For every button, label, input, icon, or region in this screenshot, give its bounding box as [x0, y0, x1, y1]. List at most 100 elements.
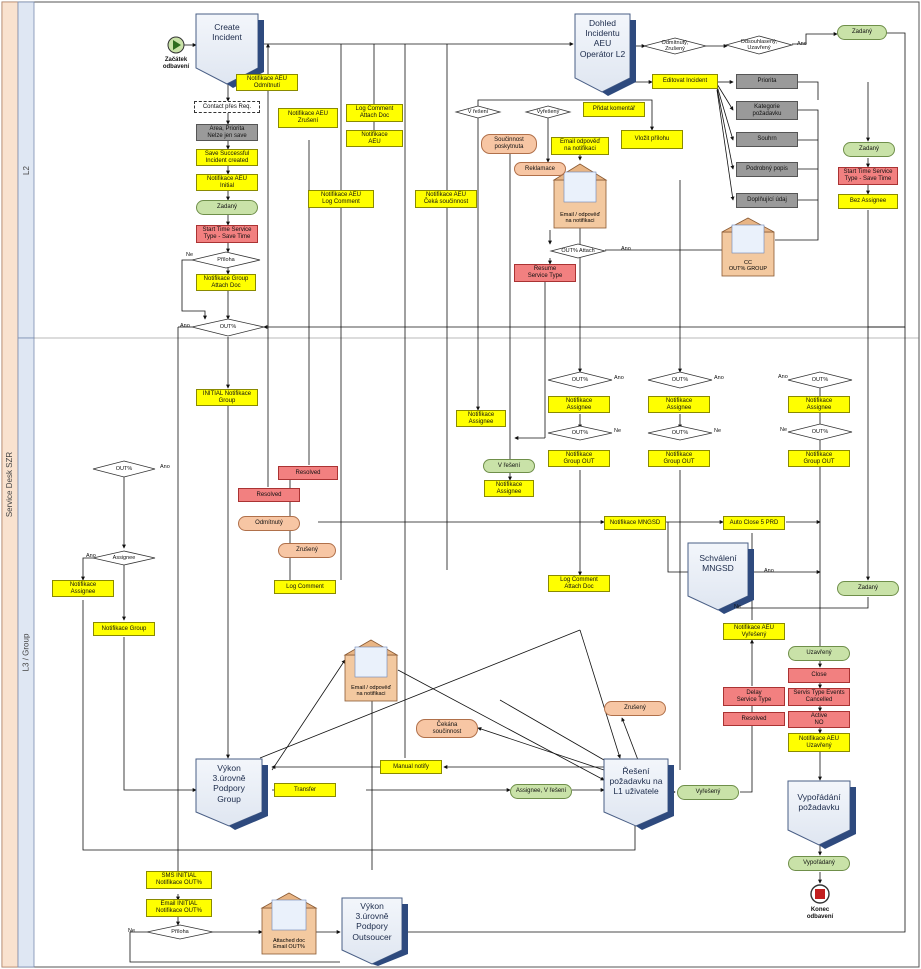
notif-assignee-mid-box[interactable]: Notifikace Assignee — [456, 410, 506, 427]
edge-label-ne-bottom: Ne — [128, 928, 136, 934]
notif-assignee-left-box[interactable]: Notifikace Assignee — [52, 580, 114, 597]
edge-label-ne-mngsd: Ne — [734, 604, 742, 610]
envelope-email-odpoved-2: Email / odpověď na notifikaci — [351, 684, 391, 697]
delay-box[interactable]: Delay Service Type — [723, 687, 785, 706]
email-initial-box[interactable]: Email INITIAL Notifikace OUT% — [146, 899, 212, 917]
diamond-prilohe-2 — [146, 924, 214, 940]
diamond-out-c1-label: OUT% — [811, 376, 829, 383]
close-box[interactable]: Close — [788, 668, 850, 683]
notif-initial-box[interactable]: Notifikace AEU Initial — [196, 174, 258, 191]
zadany-2-box[interactable]: Zadaný — [843, 142, 895, 157]
diamond-odsouhlaseny — [724, 35, 794, 55]
zadany-1-box[interactable]: Zadaný — [196, 200, 258, 215]
create-incident-node[interactable]: Create Incident — [212, 22, 242, 43]
zruseny-box[interactable]: Zrušený — [278, 543, 336, 558]
sms-initial-box[interactable]: SMS INITIAL Notifikace OUT% — [146, 871, 212, 889]
area-box[interactable]: Area, Priorita Nelze jen save — [196, 124, 258, 141]
contact-box[interactable]: Contact přes Req. — [194, 101, 260, 113]
notif-assignee-c-box[interactable]: Notifikace Assignee — [788, 396, 850, 413]
notif-ceka-box[interactable]: Notifikace AEU Čeká součinnost — [415, 190, 477, 208]
odmitnuty-box[interactable]: Odmítnutý — [238, 516, 300, 531]
vykon-group-node[interactable]: Výkon 3.úrovně Podpory Group — [212, 763, 246, 804]
servis-type-box[interactable]: Servis Type Events Cancelled — [788, 688, 850, 706]
diamond-out-a1 — [547, 371, 613, 389]
notif-mngsd-box[interactable]: Notifikace MNGSD — [604, 516, 666, 530]
kategorie-box[interactable]: Kategorie požadavku — [736, 101, 798, 120]
connector-lines — [81, 32, 906, 963]
notif-groupout-b-box[interactable]: Notifikace Group OUT — [648, 450, 710, 467]
notif-group-left-box[interactable]: Notifikace Group — [93, 622, 155, 636]
podrobny-box[interactable]: Podrobný popis — [736, 162, 798, 177]
soucinnost-box[interactable]: Součinnost poskytnuta — [481, 134, 537, 154]
diamond-out-c2 — [787, 423, 853, 441]
notif-zruseni-box[interactable]: Notifikace AEU Zrušení — [278, 108, 338, 128]
notif-assignee-low-box[interactable]: Notifikace Assignee — [484, 480, 534, 497]
doplnujici-box[interactable]: Doplňující údaj — [736, 193, 798, 208]
pridat-koment-box[interactable]: Přidat komentář — [583, 102, 645, 117]
priorita-box[interactable]: Priorita — [736, 74, 798, 89]
resolved-1-box[interactable]: Resolved — [278, 466, 338, 480]
diamond-out-b2 — [647, 425, 713, 441]
notif-uzavreny-box[interactable]: Notifikace AEU Uzavřený — [788, 733, 850, 752]
start-time-1-box[interactable]: Start Time Service Type - Save Time — [196, 225, 258, 243]
zadany-top-box[interactable]: Zadaný — [837, 25, 887, 40]
log-comment-box[interactable]: Log Comment — [274, 580, 336, 594]
edge-label-ne-1: Ne — [186, 252, 194, 258]
notif-groupout-c-box[interactable]: Notifikace Group OUT — [788, 450, 850, 467]
resolved-3-box[interactable]: Resolved — [723, 712, 785, 726]
bez-assignee-box[interactable]: Bez Assignee — [838, 194, 898, 209]
process-shapes — [92, 13, 856, 966]
vyporadani-node[interactable]: Vypořádání požadavku — [797, 792, 841, 813]
edge-label-ano-5: Ano — [714, 375, 724, 381]
diamond-out-left — [92, 460, 156, 478]
cekana-box[interactable]: Čekána součinnost — [416, 719, 478, 738]
souhrn-box[interactable]: Souhrn — [736, 132, 798, 147]
diamond-out-a2-label: OUT% — [571, 429, 589, 436]
uzavreny-box[interactable]: Uzavřený — [788, 646, 850, 661]
start-time-2-box[interactable]: Start Time Service Type - Save Time — [838, 167, 898, 185]
zruseny-2-box[interactable]: Zrušený — [604, 701, 666, 716]
dohled-incidentu-node[interactable]: Dohled Incidentu AEU Operátor L2 — [579, 18, 626, 59]
auto-close-box[interactable]: Auto Close 5 PRD — [723, 516, 785, 530]
notif-log-box[interactable]: Notifikace AEU Log Comment — [308, 190, 374, 208]
transfer-box[interactable]: Transfer — [274, 783, 336, 797]
resolved-2-box[interactable]: Resolved — [238, 488, 300, 502]
editovat-box[interactable]: Editovat Incident — [652, 74, 718, 89]
notif-vyreseny-box[interactable]: Notifikace AEU Vyřešený — [723, 623, 785, 640]
notif-groupout-a-box[interactable]: Notifikace Group OUT — [548, 450, 610, 467]
diamond-odmitnuty-label: Odmítnutý, Zrušený — [661, 39, 689, 52]
assignee-vreseni-box[interactable]: Assignee, V řešení — [510, 784, 572, 799]
diamond-prilohe-1 — [191, 251, 261, 269]
log-attach-box[interactable]: Log Comment Attach Doc — [346, 104, 403, 122]
log-attach-2-box[interactable]: Log Comment Attach Doc — [548, 575, 610, 592]
initial-group-box[interactable]: INITIAL Notifikace Group — [196, 389, 258, 406]
vyporadany-box[interactable]: Vypořádaný — [788, 856, 850, 871]
vlozit-prilohu-box[interactable]: Vložit přílohu — [621, 130, 683, 149]
manual-notify-box[interactable]: Manual notify — [380, 760, 442, 774]
edge-label-ano-4: Ano — [614, 375, 624, 381]
diamond-odmitnuty-zruseny — [643, 37, 707, 55]
notif-aeu-box[interactable]: Notifikace AEU — [346, 130, 403, 147]
vyreseny-box[interactable]: Vyřešený — [677, 785, 739, 800]
diamond-prilohe-1-label: Příloha — [217, 256, 235, 263]
notif-assignee-b-box[interactable]: Notifikace Assignee — [648, 396, 710, 413]
resume-box[interactable]: Resume Service Type — [514, 264, 576, 282]
notif-assignee-a-box[interactable]: Notifikace Assignee — [548, 396, 610, 413]
zadany-3-box[interactable]: Zadaný — [837, 581, 899, 596]
edge-label-ano-1: Ano — [180, 323, 190, 329]
edge-label-ano-mngsd: Ano — [764, 568, 774, 574]
schvaleni-mngsd-node[interactable]: Schválení MNGSD — [699, 553, 737, 574]
diamond-out-attach — [549, 243, 607, 259]
active-no-box[interactable]: Active NO — [788, 711, 850, 728]
vykon-outsource-node[interactable]: Výkon 3.úrovně Podpory Outsoucer — [352, 901, 392, 942]
save-success-box[interactable]: Save Successful Incident created — [196, 149, 258, 166]
reklamace-box[interactable]: Reklamace — [514, 162, 566, 176]
notif-group-attach-box[interactable]: Notifikace Group Attach Doc — [196, 274, 256, 291]
edge-label-ne-b: Ne — [714, 428, 722, 434]
email-odpoved-box[interactable]: Email odpověď na notifikaci — [551, 137, 609, 155]
notif-odmitnuti-box[interactable]: Notifikace AEU Odmítnutí — [236, 74, 298, 91]
v-reseni-box[interactable]: V řešení — [483, 459, 535, 473]
diamond-prilohe-2-label: Příloha — [171, 928, 189, 935]
reseni-pozadavku-node[interactable]: Řešení požadavku na L1 uživatele — [609, 766, 663, 797]
